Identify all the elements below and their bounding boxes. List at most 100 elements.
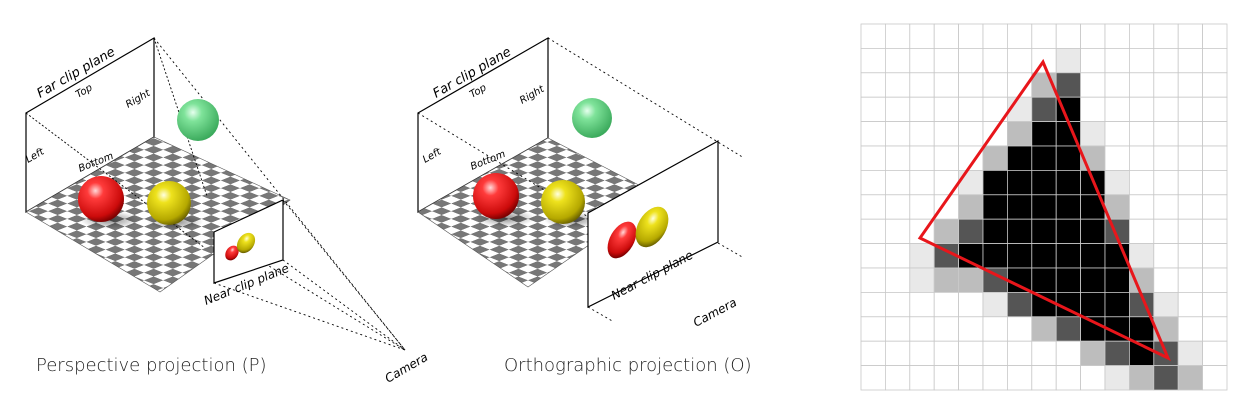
raster-pixel — [1080, 218, 1106, 244]
raster-pixel — [1007, 48, 1033, 74]
raster-pixel — [1202, 48, 1228, 74]
raster-pixel — [1055, 48, 1081, 74]
raster-pixel — [982, 316, 1008, 342]
raster-pixel — [885, 365, 911, 391]
raster-pixel — [1153, 291, 1179, 318]
camera-label: Camera — [691, 295, 739, 329]
raster-pixel — [982, 243, 1008, 269]
raster-pixel — [885, 23, 911, 49]
raster-pixel — [909, 145, 935, 171]
raster-pixel — [1129, 121, 1155, 147]
raster-pixel — [909, 96, 935, 122]
raster-pixel — [1104, 340, 1130, 367]
raster-pixel — [860, 145, 886, 171]
raster-pixel — [909, 194, 935, 220]
raster-pixel — [1129, 48, 1155, 74]
raster-pixel — [860, 23, 886, 49]
raster-pixel — [1080, 96, 1106, 122]
raster-pixel — [1129, 340, 1155, 367]
raster-pixel — [1055, 340, 1081, 367]
raster-pixel — [885, 96, 911, 122]
raster-pixel — [1007, 121, 1033, 147]
raster-pixel — [909, 267, 935, 293]
raster-pixel — [1153, 23, 1179, 49]
raster-pixel — [1080, 291, 1106, 318]
raster-pixel — [1104, 23, 1130, 49]
raster-pixel — [958, 291, 984, 318]
raster-pixel — [1202, 316, 1228, 342]
raster-pixel — [860, 365, 886, 391]
raster-pixel — [958, 218, 984, 244]
raster-pixel — [909, 243, 935, 269]
raster-pixel — [860, 218, 886, 244]
raster-pixel — [1031, 96, 1057, 122]
raster-pixel — [1055, 218, 1081, 244]
yellow-sphere — [541, 180, 585, 224]
raster-pixel — [1153, 365, 1179, 391]
raster-pixel — [860, 169, 886, 196]
raster-pixel — [1007, 340, 1033, 367]
view-volume-edges — [417, 37, 745, 323]
top-label: Top — [74, 82, 95, 100]
raster-pixel — [982, 218, 1008, 244]
raster-pixel — [1153, 316, 1179, 342]
raster-pixel — [1080, 267, 1106, 293]
raster-pixel — [1080, 243, 1106, 269]
raster-pixel — [1080, 365, 1106, 391]
raster-pixel — [1080, 121, 1106, 147]
raster-pixel — [982, 194, 1008, 220]
raster-pixel — [958, 243, 984, 269]
raster-pixel — [958, 23, 984, 49]
raster-pixel — [933, 291, 960, 318]
raster-pixel — [1055, 145, 1081, 171]
raster-pixel — [909, 169, 935, 196]
camera-label: Camera — [383, 350, 431, 386]
raster-pixel — [933, 169, 960, 196]
raster-pixel — [1177, 243, 1203, 269]
raster-pixel — [909, 121, 935, 147]
raster-pixel — [1007, 243, 1033, 269]
raster-pixel — [1055, 267, 1081, 293]
raster-pixel — [1177, 218, 1203, 244]
raster-pixel — [1202, 169, 1228, 196]
raster-pixel — [860, 267, 886, 293]
raster-pixel — [909, 72, 935, 98]
raster-pixel — [1153, 267, 1179, 293]
raster-pixel — [1055, 72, 1081, 98]
raster-pixel — [982, 340, 1008, 367]
raster-pixel — [1007, 23, 1033, 49]
green-sphere — [572, 98, 612, 138]
raster-pixel — [1104, 291, 1130, 318]
raster-pixel — [958, 365, 984, 391]
raster-pixel — [1202, 23, 1228, 49]
raster-pixel — [909, 316, 935, 342]
raster-pixel — [1031, 365, 1057, 391]
raster-pixel — [885, 121, 911, 147]
raster-pixel — [1202, 218, 1228, 244]
raster-pixel — [885, 316, 911, 342]
raster-pixel — [885, 72, 911, 98]
raster-pixel — [909, 340, 935, 367]
raster-pixel — [933, 72, 960, 98]
camera-rays — [153, 37, 406, 351]
raster-pixel — [885, 243, 911, 269]
raster-pixel — [933, 121, 960, 147]
raster-pixel — [1104, 169, 1130, 196]
raster-pixel — [1007, 365, 1033, 391]
raster-pixel — [1177, 121, 1203, 147]
raster-pixel — [1153, 145, 1179, 171]
raster-pixel — [1153, 218, 1179, 244]
raster-pixel — [1104, 267, 1130, 293]
raster-pixel — [1177, 267, 1203, 293]
raster-pixel — [933, 23, 960, 49]
raster-pixel — [860, 48, 886, 74]
checker-floor — [418, 138, 660, 287]
rasterized-triangle-diagram — [860, 23, 1228, 391]
right-label: Right — [518, 83, 547, 106]
orthographic-caption: Orthographic projection (O) — [504, 355, 752, 376]
raster-pixel — [1031, 291, 1057, 318]
top-label: Top — [468, 82, 489, 100]
raster-pixel — [1129, 145, 1155, 171]
raster-pixel — [885, 48, 911, 74]
